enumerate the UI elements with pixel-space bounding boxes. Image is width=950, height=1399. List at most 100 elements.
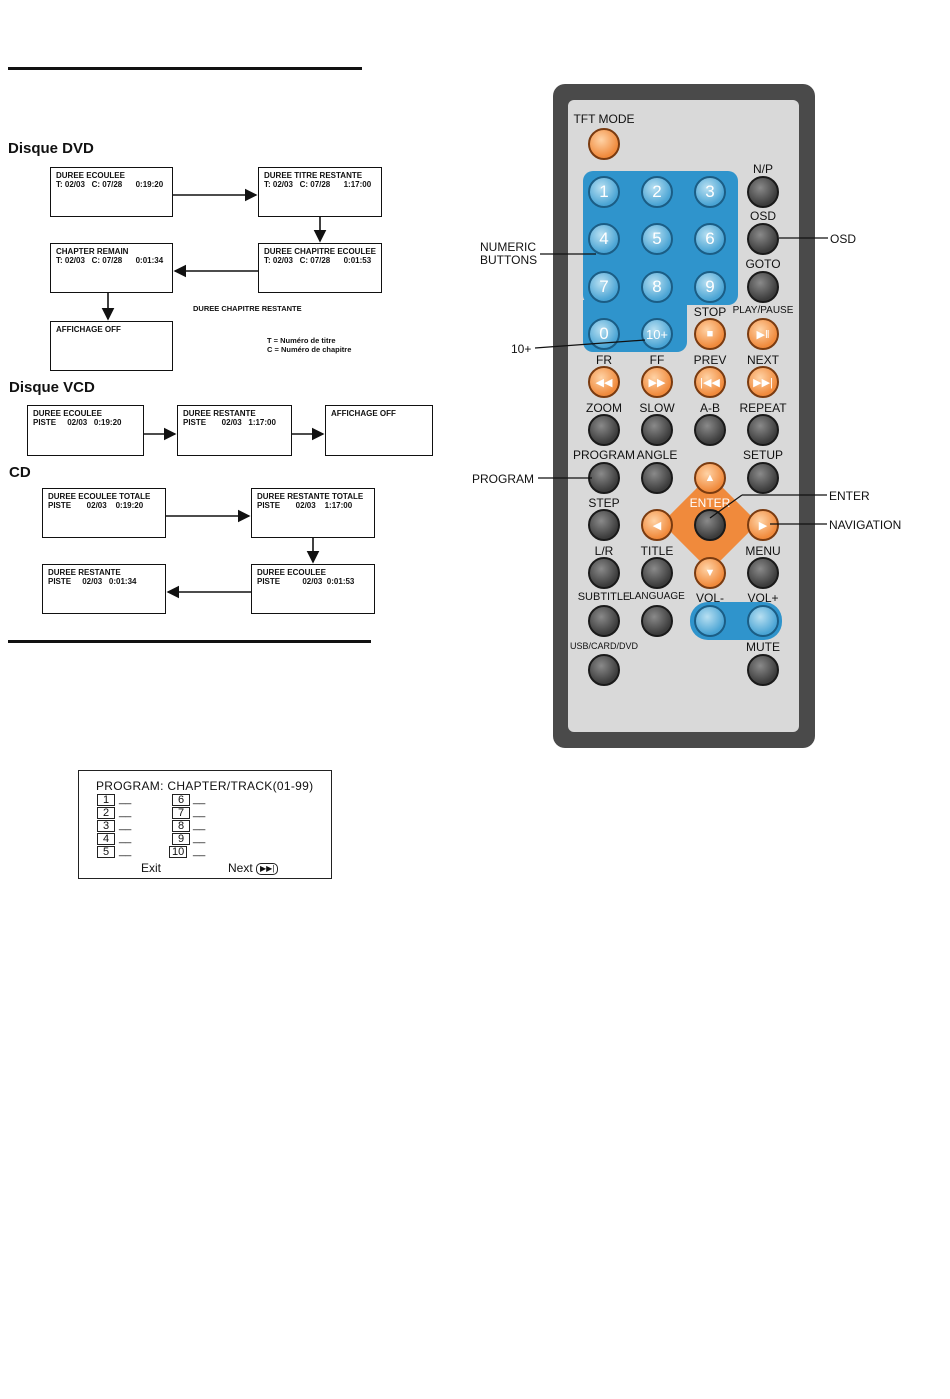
play-pause-button[interactable]: ▶‖ [747,318,779,350]
digit-8-button[interactable]: 8 [641,271,673,303]
slow-button[interactable] [641,414,673,446]
label-play-pause: PLAY/PAUSE [732,305,794,316]
label-menu: MENU [745,544,781,558]
program-slot-6: 6 [172,794,190,806]
ten-plus-button[interactable]: 10+ [641,318,673,350]
next-button[interactable]: ▶▶| [747,366,779,398]
vol-plus-button[interactable] [747,605,779,637]
digit-9-button[interactable]: 9 [694,271,726,303]
digit-5-button[interactable]: 5 [641,223,673,255]
digit-2-button[interactable]: 2 [641,176,673,208]
dvd-legend-title: T = Numéro de titre [267,336,336,345]
arrow-down-icon: ▼ [704,567,716,579]
label-zoom: ZOOM [586,401,622,415]
osd-button[interactable] [747,223,779,255]
program-slot-8-value: __ [193,819,206,831]
mute-button[interactable] [747,654,779,686]
ff-button[interactable]: ▶▶ [641,366,673,398]
label-next: NEXT [746,353,779,367]
repeat-button[interactable] [747,414,779,446]
nav-right-button[interactable]: ▶ [747,509,779,541]
previous-icon: |◀◀ [700,376,720,389]
callout-program: PROGRAM [472,472,535,486]
fr-button[interactable]: ◀◀ [588,366,620,398]
title-button[interactable] [641,557,673,589]
program-slot-3-value: __ [119,819,132,831]
label-lr: L/R [594,544,614,558]
usb-card-dvd-button[interactable] [588,654,620,686]
zoom-button[interactable] [588,414,620,446]
goto-button[interactable] [747,271,779,303]
label-program: PROGRAM [572,448,635,462]
nav-left-button[interactable]: ◀ [641,509,673,541]
label-language: LANGUAGE [629,591,685,602]
program-slot-9-value: __ [193,832,206,844]
prev-button[interactable]: |◀◀ [694,366,726,398]
program-slot-9: 9 [172,833,190,845]
program-slot-3: 3 [97,820,115,832]
program-slot-10: 10 [169,846,188,858]
program-slot-7: 7 [172,807,190,819]
dvd-box-display-off: AFFICHAGE OFF [50,321,173,371]
program-slot-1-value: __ [119,793,132,805]
nav-down-button[interactable]: ▼ [694,557,726,589]
digit-4-button[interactable]: 4 [588,223,620,255]
digit-6-button[interactable]: 6 [694,223,726,255]
digit-3-button[interactable]: 3 [694,176,726,208]
digit-0-button[interactable]: 0 [588,318,620,350]
label-stop: STOP [693,305,727,319]
label-tft-mode: TFT MODE [573,112,635,126]
label-step: STEP [588,496,620,510]
program-next[interactable]: Next ▶▶| [228,861,279,875]
digit-1-button[interactable]: 1 [588,176,620,208]
label-setup: SETUP [742,448,783,462]
program-screen: PROGRAM: CHAPTER/TRACK(01-99) 1 __ 2 __ … [78,770,332,879]
label-prev: PREV [693,353,727,367]
setup-button[interactable] [747,462,779,494]
angle-button[interactable] [641,462,673,494]
label-osd: OSD [749,209,776,223]
digit-7-button[interactable]: 7 [588,271,620,303]
callout-osd: OSD [830,232,857,246]
step-button[interactable] [588,509,620,541]
callout-ten-plus: 10+ [511,342,532,356]
callout-enter: ENTER [829,489,870,503]
enter-button[interactable] [694,509,726,541]
vcd-box-display-off: AFFICHAGE OFF [325,405,433,456]
subtitle-button[interactable] [588,605,620,637]
dvd-heading: Disque DVD [8,140,94,157]
label-subtitle: SUBTITLE [577,591,631,603]
menu-button[interactable] [747,557,779,589]
program-title: PROGRAM: CHAPTER/TRACK(01-99) [96,779,314,793]
label-ff: FF [649,353,665,367]
arrow-left-icon: ◀ [652,519,662,532]
program-exit[interactable]: Exit [141,861,162,875]
callout-navigation: NAVIGATION [829,518,902,532]
play-pause-icon: ▶‖ [756,328,770,341]
label-goto: GOTO [745,257,781,271]
nav-up-button[interactable]: ▲ [694,462,726,494]
label-fr: FR [596,353,612,367]
callout-line-ten-plus [534,339,646,349]
lr-button[interactable] [588,557,620,589]
language-button[interactable] [641,605,673,637]
section-rule-top [8,67,362,70]
tft-mode-button[interactable] [588,128,620,160]
rewind-icon: ◀◀ [595,376,613,389]
vol-minus-button[interactable] [694,605,726,637]
program-slot-5-value: __ [119,845,132,857]
np-button[interactable] [747,176,779,208]
next-icon: ▶▶| [753,376,773,389]
program-slot-6-value: __ [193,793,206,805]
stop-button[interactable]: ■ [694,318,726,350]
ab-button[interactable] [694,414,726,446]
program-slot-10-value: __ [193,845,206,857]
label-title: TITLE [640,544,674,558]
program-slot-4: 4 [97,833,115,845]
